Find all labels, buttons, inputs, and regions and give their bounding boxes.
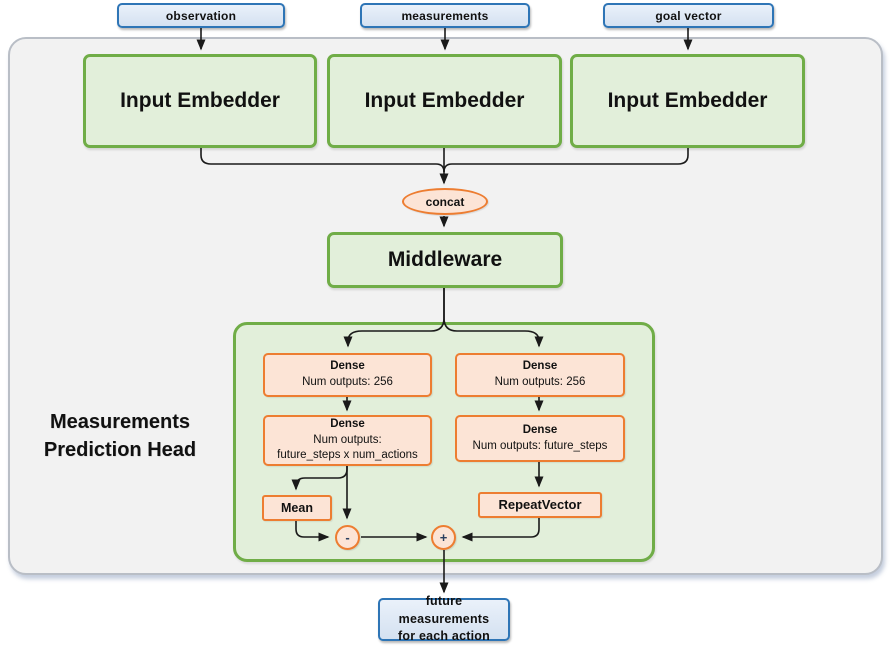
input-label-goal-vector: goal vector	[603, 3, 774, 28]
middleware-node: Middleware	[327, 232, 563, 288]
dense-right-2-title: Dense	[522, 423, 558, 436]
input-embedder-observation: Input Embedder	[83, 54, 317, 148]
minus-operator: -	[335, 525, 360, 550]
dense-right-1: Dense Num outputs: 256	[455, 353, 625, 397]
dense-right-2-subtitle: Num outputs: future_steps	[472, 439, 608, 452]
output-label-future-measurements: future measurements for each action	[378, 594, 510, 643]
dense-left-2-subtitle-line1: Num outputs:	[313, 433, 382, 446]
dense-right-1-title: Dense	[522, 360, 558, 373]
dense-right-1-subtitle: Num outputs: 256	[494, 376, 586, 388]
plus-operator: +	[431, 525, 456, 550]
dense-left-1-subtitle: Num outputs: 256	[302, 376, 393, 388]
dense-left-1: Dense Num outputs: 256	[263, 353, 432, 397]
measurements-prediction-head-title: Measurements Prediction Head	[43, 411, 197, 461]
repeat-vector-node: RepeatVector	[478, 492, 602, 518]
input-label-observation: observation	[117, 3, 285, 28]
input-embedder-measurements: Input Embedder	[327, 54, 562, 148]
dense-left-1-title: Dense	[330, 360, 365, 373]
output-line1: future measurements	[398, 594, 490, 626]
dense-left-2-subtitle-line2: future_steps x num_actions	[277, 449, 418, 462]
dense-right-2: Dense Num outputs: future_steps	[455, 415, 625, 462]
mean-node: Mean	[262, 495, 332, 521]
output-line2: for each action	[398, 629, 490, 644]
concat-node: concat	[402, 188, 488, 215]
dense-left-2: Dense Num outputs: future_steps x num_ac…	[263, 415, 432, 466]
dense-left-2-title: Dense	[330, 418, 365, 431]
input-label-measurements: measurements	[360, 3, 530, 28]
input-embedder-goal-vector: Input Embedder	[570, 54, 805, 148]
